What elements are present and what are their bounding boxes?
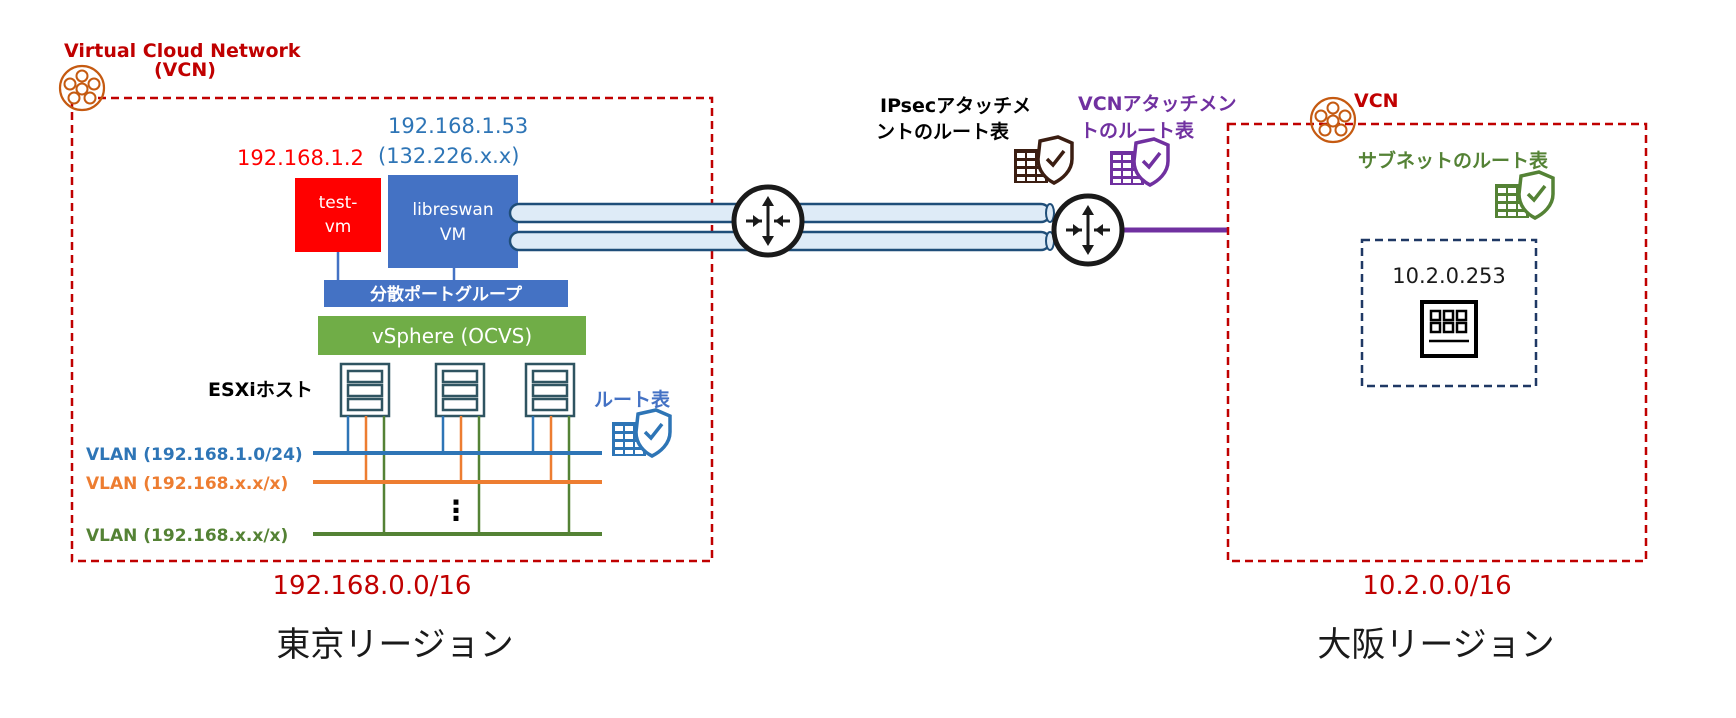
subnet-route-table-label: サブネットのルート表 bbox=[1358, 149, 1549, 172]
testvm-ip: 192.168.1.2 bbox=[237, 146, 364, 170]
libreswan-vm[interactable] bbox=[388, 175, 518, 268]
vcn-network-icon bbox=[1309, 96, 1357, 144]
esxi-host-label: ESXiホスト bbox=[208, 379, 313, 401]
vsphere-label: vSphere (OCVS) bbox=[372, 324, 532, 348]
osaka-vcn-title: VCN bbox=[1354, 90, 1399, 112]
test-vm-label-line2: vm bbox=[325, 217, 352, 237]
distributed-port-group bbox=[324, 280, 568, 307]
route-table-icon bbox=[1108, 137, 1170, 187]
vlan-label-3: VLAN (192.168.x.x/x) bbox=[86, 526, 288, 546]
router-icon bbox=[734, 187, 802, 255]
vcn-network-icon bbox=[58, 64, 106, 112]
server-icon bbox=[434, 362, 486, 418]
libreswan-vm-label-line2: VM bbox=[440, 225, 466, 245]
vcn-route-table-label-line1: VCNアタッチメン bbox=[1078, 93, 1237, 115]
osaka-region-label: 大阪リージョン bbox=[1317, 625, 1554, 665]
libreswan-vm-label-line1: libreswan bbox=[412, 200, 493, 220]
vcn-title-line1: Virtual Cloud Network bbox=[64, 40, 301, 62]
route-table-icon bbox=[1493, 170, 1555, 220]
route-table-label: ルート表 bbox=[594, 388, 671, 411]
osaka-vcn-boundary bbox=[1226, 122, 1648, 563]
router-icon bbox=[1054, 196, 1122, 264]
vlan-label-1: VLAN (192.168.1.0/24) bbox=[86, 445, 303, 465]
test-vm[interactable] bbox=[295, 178, 381, 252]
instance-icon bbox=[1420, 300, 1478, 358]
test-vm-label-line1: test- bbox=[319, 193, 358, 213]
vcn-route-table-label-line2: トのルート表 bbox=[1080, 119, 1195, 142]
ipsec-route-table-label-line2: ントのルート表 bbox=[876, 120, 1010, 143]
osaka-subnet-boundary bbox=[1360, 238, 1538, 388]
ipsec-route-table-label-line1: IPsecアタッチメ bbox=[880, 95, 1031, 117]
vcn-title-line2: (VCN) bbox=[154, 59, 216, 81]
osaka-cidr: 10.2.0.0/16 bbox=[1362, 571, 1511, 601]
server-icon bbox=[339, 362, 391, 418]
host-uplinks bbox=[346, 416, 571, 534]
libreswan-private-ip: 192.168.1.53 bbox=[388, 114, 528, 138]
instance-ip: 10.2.0.253 bbox=[1392, 264, 1506, 288]
server-icon bbox=[524, 362, 576, 418]
vlan-label-2: VLAN (192.168.x.x/x) bbox=[86, 474, 288, 494]
route-table-icon bbox=[1012, 135, 1074, 185]
vsphere-ocvs bbox=[318, 316, 586, 355]
tokyo-cidr: 192.168.0.0/16 bbox=[273, 571, 472, 601]
port-group-label: 分散ポートグループ bbox=[370, 284, 523, 305]
tokyo-vcn-boundary bbox=[70, 96, 714, 563]
tokyo-region-label: 東京リージョン bbox=[276, 625, 513, 665]
vlan-ellipsis: ⋮ bbox=[442, 494, 470, 527]
libreswan-public-ip: (132.226.x.x) bbox=[378, 144, 519, 168]
route-table-icon bbox=[610, 408, 672, 458]
